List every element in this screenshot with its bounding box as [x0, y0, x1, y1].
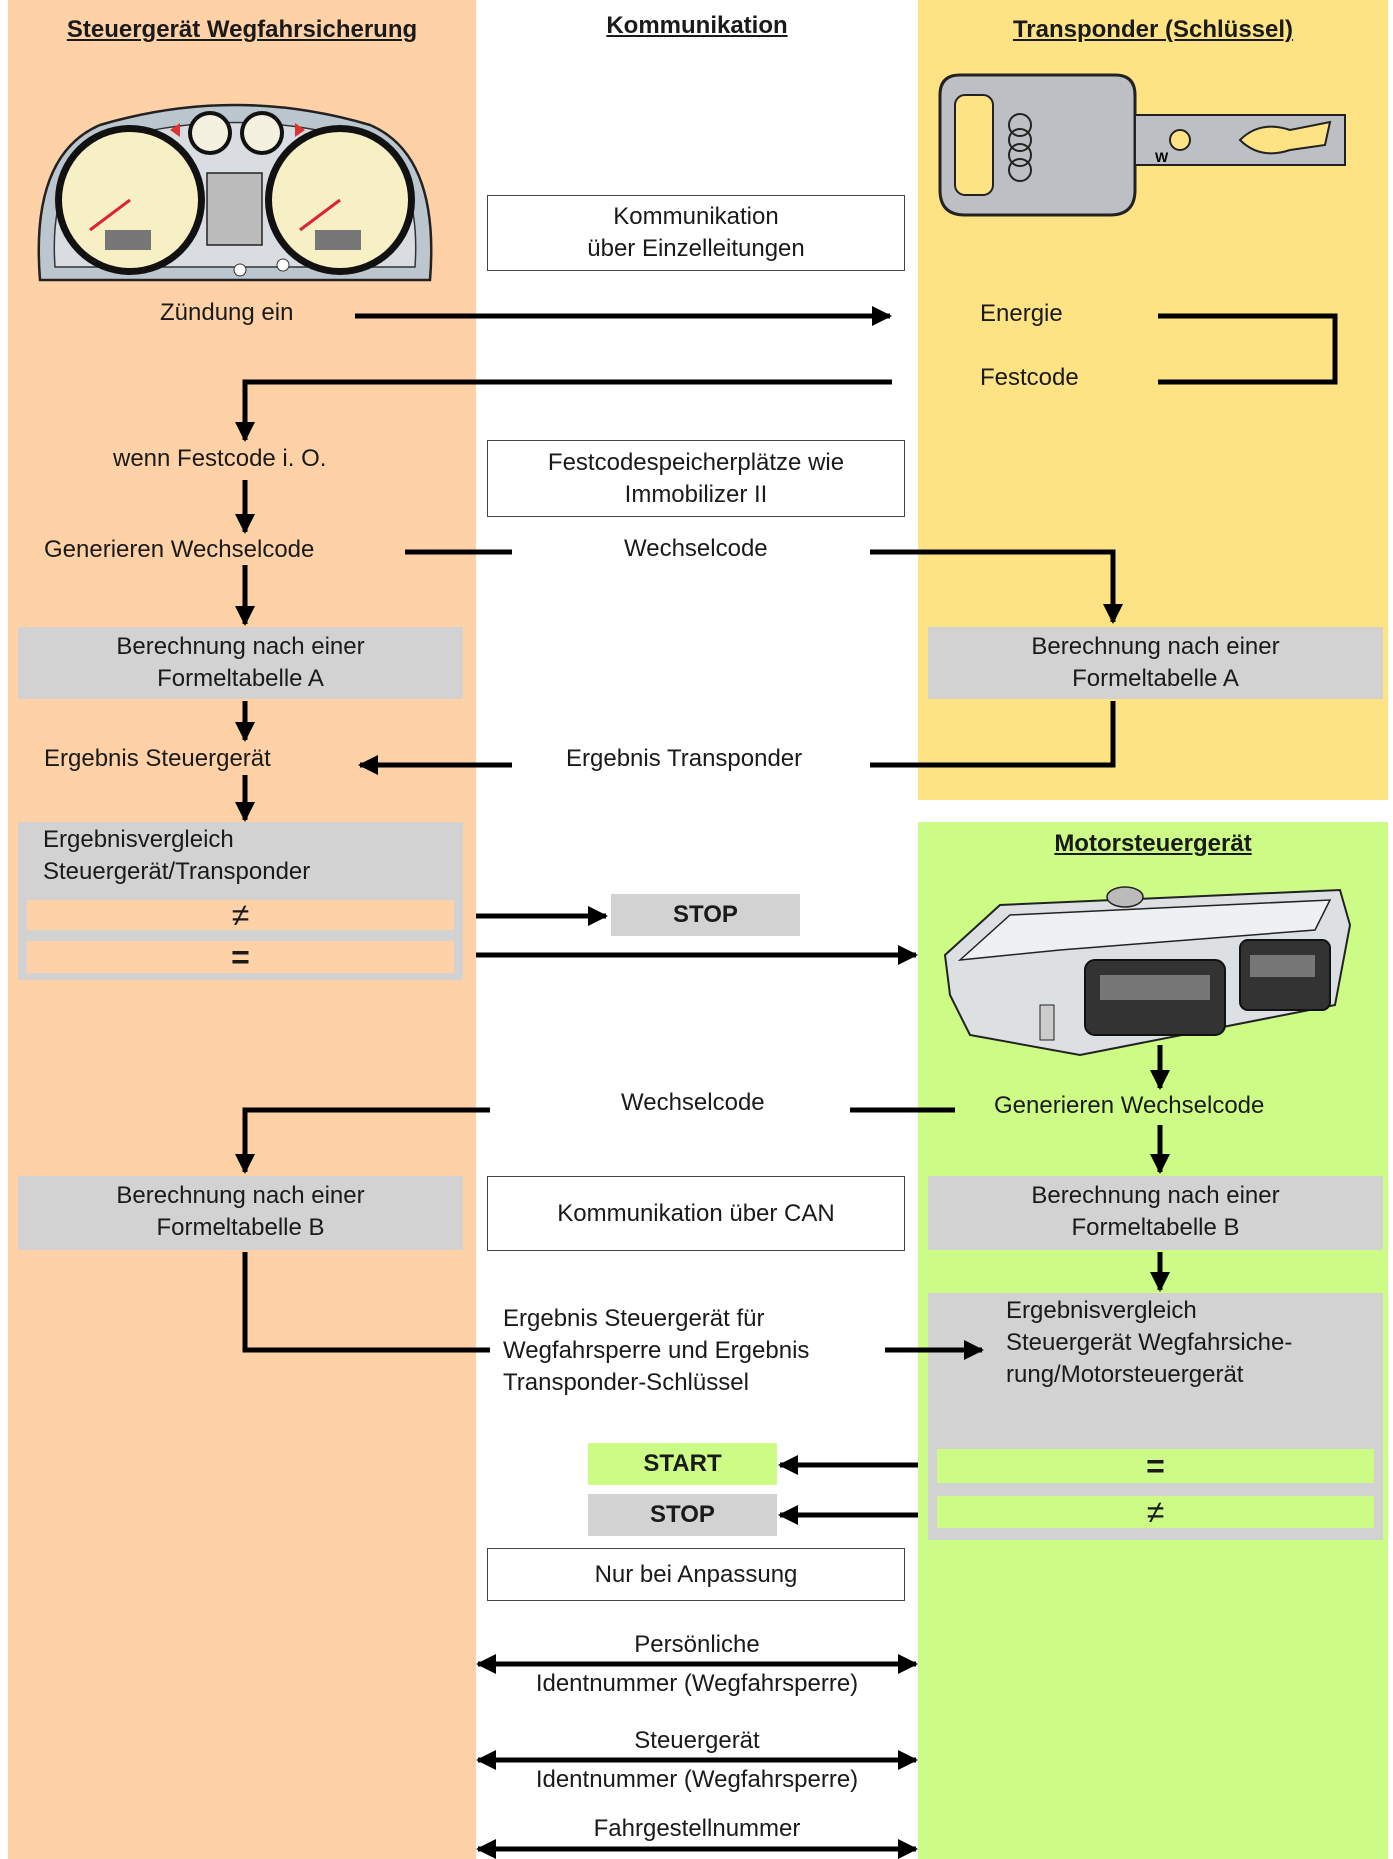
label-generieren-wechselcode-right: Generieren Wechselcode: [994, 1092, 1265, 1119]
box-text: Formeltabelle B: [1071, 1214, 1240, 1241]
label-generieren-wechselcode-left: Generieren Wechselcode: [44, 536, 315, 563]
arrow-festcode-return: [235, 379, 892, 442]
heading-motorsteuergeraet: Motorsteuergerät: [1054, 830, 1252, 857]
speedometer-right: [265, 125, 415, 275]
start-badge: START: [588, 1443, 777, 1485]
heading-steuergeraet: Steuergerät Wegfahrsicherung: [66, 16, 418, 43]
box-text: über Einzelleitungen: [587, 235, 805, 262]
motor-compare-not-equal-row: ≠: [934, 1493, 1377, 1531]
stop-badge-1: STOP: [611, 894, 800, 936]
compare-equal-row: =: [24, 938, 457, 976]
line-energie-festcode: [1158, 313, 1338, 385]
label-zuendung-ein: Zündung ein: [160, 299, 294, 326]
box-text: Formeltabelle B: [156, 1214, 325, 1241]
line-calc-b-left: [242, 1252, 490, 1353]
box-text: rung/Motorsteuergerät: [1006, 1361, 1244, 1388]
heading-transponder: Transponder (Schlüssel): [1012, 16, 1294, 43]
svg-text:W: W: [1155, 149, 1169, 165]
label-identnummer-2: Identnummer (Wegfahrsperre): [535, 1766, 859, 1793]
box-text: Berechnung nach einer: [1031, 1182, 1280, 1209]
label-energie: Energie: [980, 300, 1063, 327]
box-text: Ergebnisvergleich: [1006, 1297, 1197, 1324]
label-line: Wegfahrsperre und Ergebnis: [503, 1337, 810, 1364]
engine-control-unit-image: [943, 886, 1352, 1057]
heading-kommunikation: Kommunikation: [606, 12, 788, 39]
calc-formeltabelle-b-left: Berechnung nach einer Formeltabelle B: [18, 1176, 463, 1250]
calc-formeltabelle-a-right: Berechnung nach einer Formeltabelle A: [928, 627, 1383, 699]
box-text: Berechnung nach einer: [1031, 633, 1280, 660]
box-text: Ergebnisvergleich: [43, 826, 234, 853]
instrument-cluster-image: [37, 103, 433, 282]
label-steuergeraet: Steuergerät: [634, 1727, 760, 1754]
line-ergebnis-transponder: [870, 701, 1116, 768]
arrow-wechselcode-right: [870, 549, 1123, 624]
label-persoenliche: Persönliche: [634, 1631, 760, 1658]
label-fahrgestellnummer: Fahrgestellnummer: [593, 1815, 801, 1842]
transponder-key-image: W: [938, 73, 1346, 217]
box-text: Steuergerät Wegfahrsiche-: [1006, 1329, 1293, 1356]
box-festcodespeicher: Festcodespeicherplätze wie Immobilizer I…: [487, 440, 905, 517]
box-text: Berechnung nach einer: [116, 633, 365, 660]
box-text: Berechnung nach einer: [116, 1182, 365, 1209]
label-ergebnis-multiline: Ergebnis Steuergerät für Wegfahrsperre u…: [503, 1303, 809, 1399]
calc-formeltabelle-b-right: Berechnung nach einer Formeltabelle B: [928, 1176, 1383, 1250]
arrow-wechselcode-2-left: [235, 1107, 490, 1174]
box-text: Steuergerät/Transponder: [43, 858, 311, 885]
box-text: Formeltabelle A: [1072, 665, 1239, 692]
tachometer-left: [55, 125, 205, 275]
label-festcode: Festcode: [980, 364, 1079, 391]
stop-badge-2: STOP: [588, 1494, 777, 1536]
label-identnummer-1: Identnummer (Wegfahrsperre): [535, 1670, 859, 1697]
box-kommunikation-can: Kommunikation über CAN: [487, 1176, 905, 1251]
box-text: Kommunikation: [613, 203, 779, 230]
box-text: Formeltabelle A: [157, 665, 324, 692]
label-wechselcode-1: Wechselcode: [624, 535, 768, 562]
label-ergebnis-transponder: Ergebnis Transponder: [566, 745, 803, 772]
compare-not-equal-row: ≠: [24, 897, 457, 933]
box-text: Immobilizer II: [624, 480, 768, 508]
label-ergebnis-steuergeraet: Ergebnis Steuergerät: [44, 745, 271, 772]
label-wenn-festcode: wenn Festcode i. O.: [113, 445, 327, 472]
box-text: Festcodespeicherplätze wie: [547, 448, 845, 476]
label-line: Transponder-Schlüssel: [503, 1369, 749, 1396]
calc-formeltabelle-a-left: Berechnung nach einer Formeltabelle A: [18, 627, 463, 699]
motor-compare-equal-row: =: [934, 1446, 1377, 1486]
box-kommunikation-einzelleitungen: Kommunikation über Einzelleitungen: [487, 195, 905, 271]
label-line: Ergebnis Steuergerät für: [503, 1305, 765, 1332]
box-nur-bei-anpassung: Nur bei Anpassung: [487, 1548, 905, 1601]
label-wechselcode-2: Wechselcode: [621, 1089, 765, 1116]
